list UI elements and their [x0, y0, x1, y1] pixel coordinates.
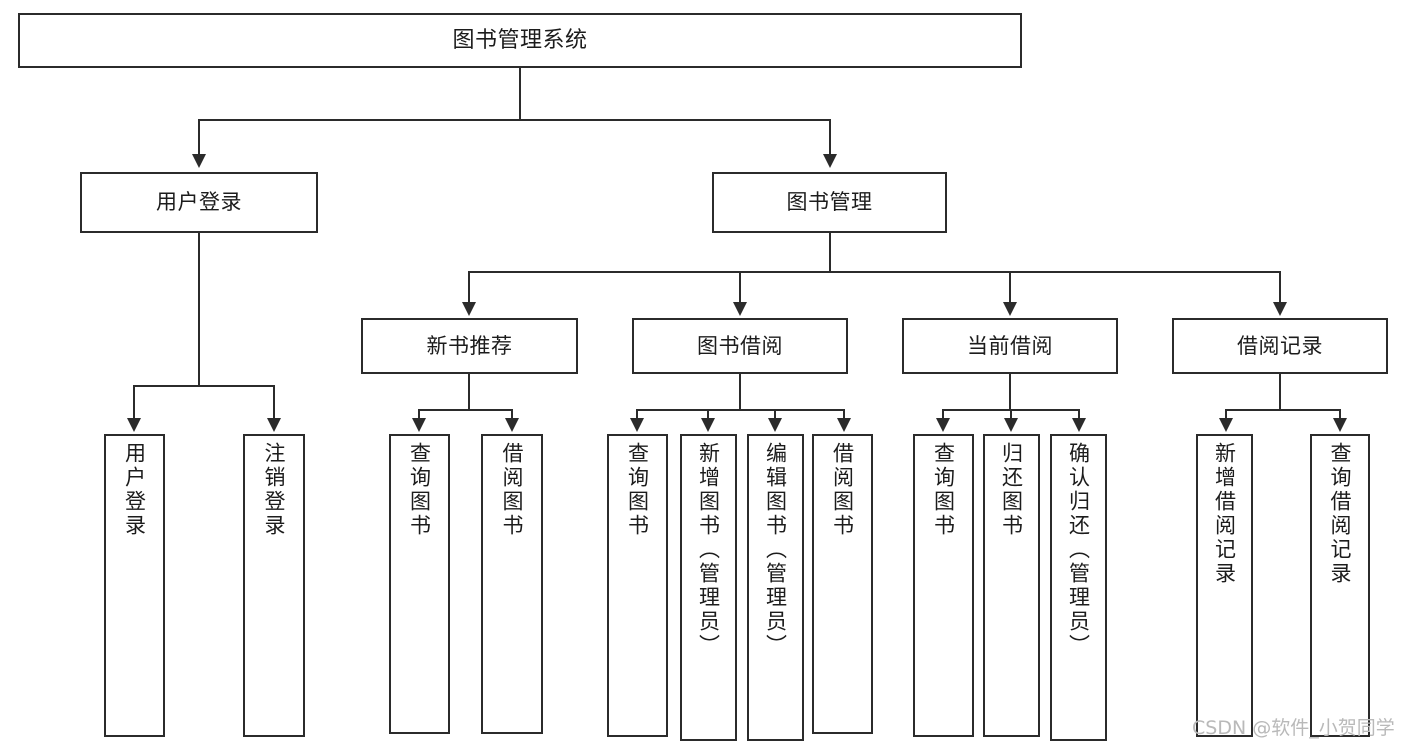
- node-leaf-edit-book-admin[interactable]: 编辑图书（管理员）: [747, 434, 804, 741]
- node-label: 查询图书: [407, 442, 432, 538]
- node-label: 新增图书（管理员）: [696, 442, 721, 658]
- arrow-new-book-to-leaf-2: [505, 418, 519, 432]
- arrow-bm-to-book-borrow: [733, 302, 747, 316]
- connector-user-login-to-leaf-1: [133, 385, 135, 418]
- connector-cb-to-leaf-1: [942, 409, 944, 418]
- node-label: 编辑图书（管理员）: [763, 442, 788, 658]
- node-leaf-borrow-book-2[interactable]: 借阅图书: [812, 434, 873, 734]
- node-label: 图书管理: [786, 190, 873, 215]
- node-current-borrow[interactable]: 当前借阅: [902, 318, 1118, 374]
- node-leaf-logout-login[interactable]: 注销登录: [243, 434, 305, 737]
- node-label: 当前借阅: [967, 333, 1053, 358]
- connector-borrow-record-bus: [1226, 409, 1341, 411]
- csdn-watermark: CSDN @软件_小贺同学: [1192, 717, 1395, 739]
- arrow-bm-to-borrow-record: [1273, 302, 1287, 316]
- connector-bb-to-leaf-1: [636, 409, 638, 418]
- connector-cb-to-leaf-3: [1078, 409, 1080, 418]
- connector-bb-to-leaf-3: [774, 409, 776, 418]
- node-label: 查询图书: [931, 442, 956, 538]
- connector-book-borrow-stem: [739, 374, 741, 410]
- connector-bb-to-leaf-2: [707, 409, 709, 418]
- node-leaf-user-login[interactable]: 用户登录: [104, 434, 165, 737]
- connector-br-to-leaf-2: [1339, 409, 1341, 418]
- node-leaf-borrow-book-1[interactable]: 借阅图书: [481, 434, 543, 734]
- connector-user-login-to-leaf-2: [273, 385, 275, 418]
- arrow-br-to-leaf-1: [1219, 418, 1233, 432]
- node-leaf-query-book-3[interactable]: 查询图书: [913, 434, 974, 737]
- node-root-book-management-system[interactable]: 图书管理系统: [18, 13, 1022, 68]
- connector-bm-to-book-borrow: [739, 271, 741, 302]
- node-book-management[interactable]: 图书管理: [712, 172, 947, 233]
- node-label: 图书借阅: [697, 333, 783, 358]
- node-label: 借阅图书: [830, 442, 855, 538]
- node-label: 用户登录: [156, 190, 242, 215]
- connector-root-to-book-management: [829, 119, 831, 154]
- connector-bb-to-leaf-4: [843, 409, 845, 418]
- node-label: 注销登录: [262, 442, 287, 538]
- connector-new-book-bus: [419, 409, 513, 411]
- node-leaf-query-book-2[interactable]: 查询图书: [607, 434, 668, 737]
- node-leaf-query-book-1[interactable]: 查询图书: [389, 434, 450, 734]
- connector-root-to-user-login: [198, 119, 200, 154]
- arrow-cb-to-leaf-1: [936, 418, 950, 432]
- connector-new-book-stem: [468, 374, 470, 410]
- node-leaf-add-borrow-record[interactable]: 新增借阅记录: [1196, 434, 1253, 737]
- node-book-borrow[interactable]: 图书借阅: [632, 318, 848, 374]
- node-label: 图书管理系统: [452, 27, 588, 53]
- arrow-bb-to-leaf-4: [837, 418, 851, 432]
- connector-user-login-stem: [198, 233, 200, 386]
- connector-bm-to-current-borrow: [1009, 271, 1011, 302]
- arrow-bb-to-leaf-1: [630, 418, 644, 432]
- node-label: 新增借阅记录: [1212, 442, 1237, 586]
- connector-current-borrow-stem: [1009, 374, 1011, 410]
- arrow-br-to-leaf-2: [1333, 418, 1347, 432]
- node-new-book-recommend[interactable]: 新书推荐: [361, 318, 578, 374]
- connector-borrow-record-stem: [1279, 374, 1281, 410]
- node-label: 查询借阅记录: [1328, 442, 1353, 586]
- arrow-bm-to-new-book: [462, 302, 476, 316]
- node-label: 新书推荐: [426, 333, 513, 358]
- arrow-user-login-to-leaf-1: [127, 418, 141, 432]
- node-label: 借阅图书: [500, 442, 525, 538]
- arrow-bb-to-leaf-2: [701, 418, 715, 432]
- node-label: 查询图书: [625, 442, 650, 538]
- arrow-root-to-book-management: [823, 154, 837, 168]
- node-label: 归还图书: [999, 442, 1024, 538]
- node-leaf-return-book[interactable]: 归还图书: [983, 434, 1040, 737]
- arrow-bm-to-current-borrow: [1003, 302, 1017, 316]
- arrow-root-to-user-login: [192, 154, 206, 168]
- connector-bm-to-new-book: [468, 271, 470, 302]
- connector-cb-to-leaf-2: [1010, 409, 1012, 418]
- arrow-cb-to-leaf-2: [1004, 418, 1018, 432]
- node-user-login[interactable]: 用户登录: [80, 172, 318, 233]
- arrow-new-book-to-leaf-1: [412, 418, 426, 432]
- connector-book-management-stem: [829, 233, 831, 272]
- arrow-cb-to-leaf-3: [1072, 418, 1086, 432]
- connector-root-stem: [519, 68, 521, 120]
- connector-user-login-bus: [134, 385, 274, 387]
- node-label: 确认归还（管理员）: [1066, 442, 1091, 658]
- arrow-user-login-to-leaf-2: [267, 418, 281, 432]
- node-label: 用户登录: [122, 442, 147, 538]
- connector-new-book-to-leaf-1: [418, 409, 420, 418]
- node-borrow-record[interactable]: 借阅记录: [1172, 318, 1388, 374]
- connector-root-bus: [199, 119, 831, 121]
- connector-new-book-to-leaf-2: [511, 409, 513, 418]
- connector-book-management-bus: [469, 271, 1281, 273]
- connector-br-to-leaf-1: [1225, 409, 1227, 418]
- node-leaf-query-borrow-record[interactable]: 查询借阅记录: [1310, 434, 1370, 737]
- connector-bm-to-borrow-record: [1279, 271, 1281, 302]
- node-label: 借阅记录: [1237, 333, 1323, 358]
- node-leaf-add-book-admin[interactable]: 新增图书（管理员）: [680, 434, 737, 741]
- node-leaf-confirm-return-admin[interactable]: 确认归还（管理员）: [1050, 434, 1107, 741]
- arrow-bb-to-leaf-3: [768, 418, 782, 432]
- connector-book-borrow-bus: [637, 409, 845, 411]
